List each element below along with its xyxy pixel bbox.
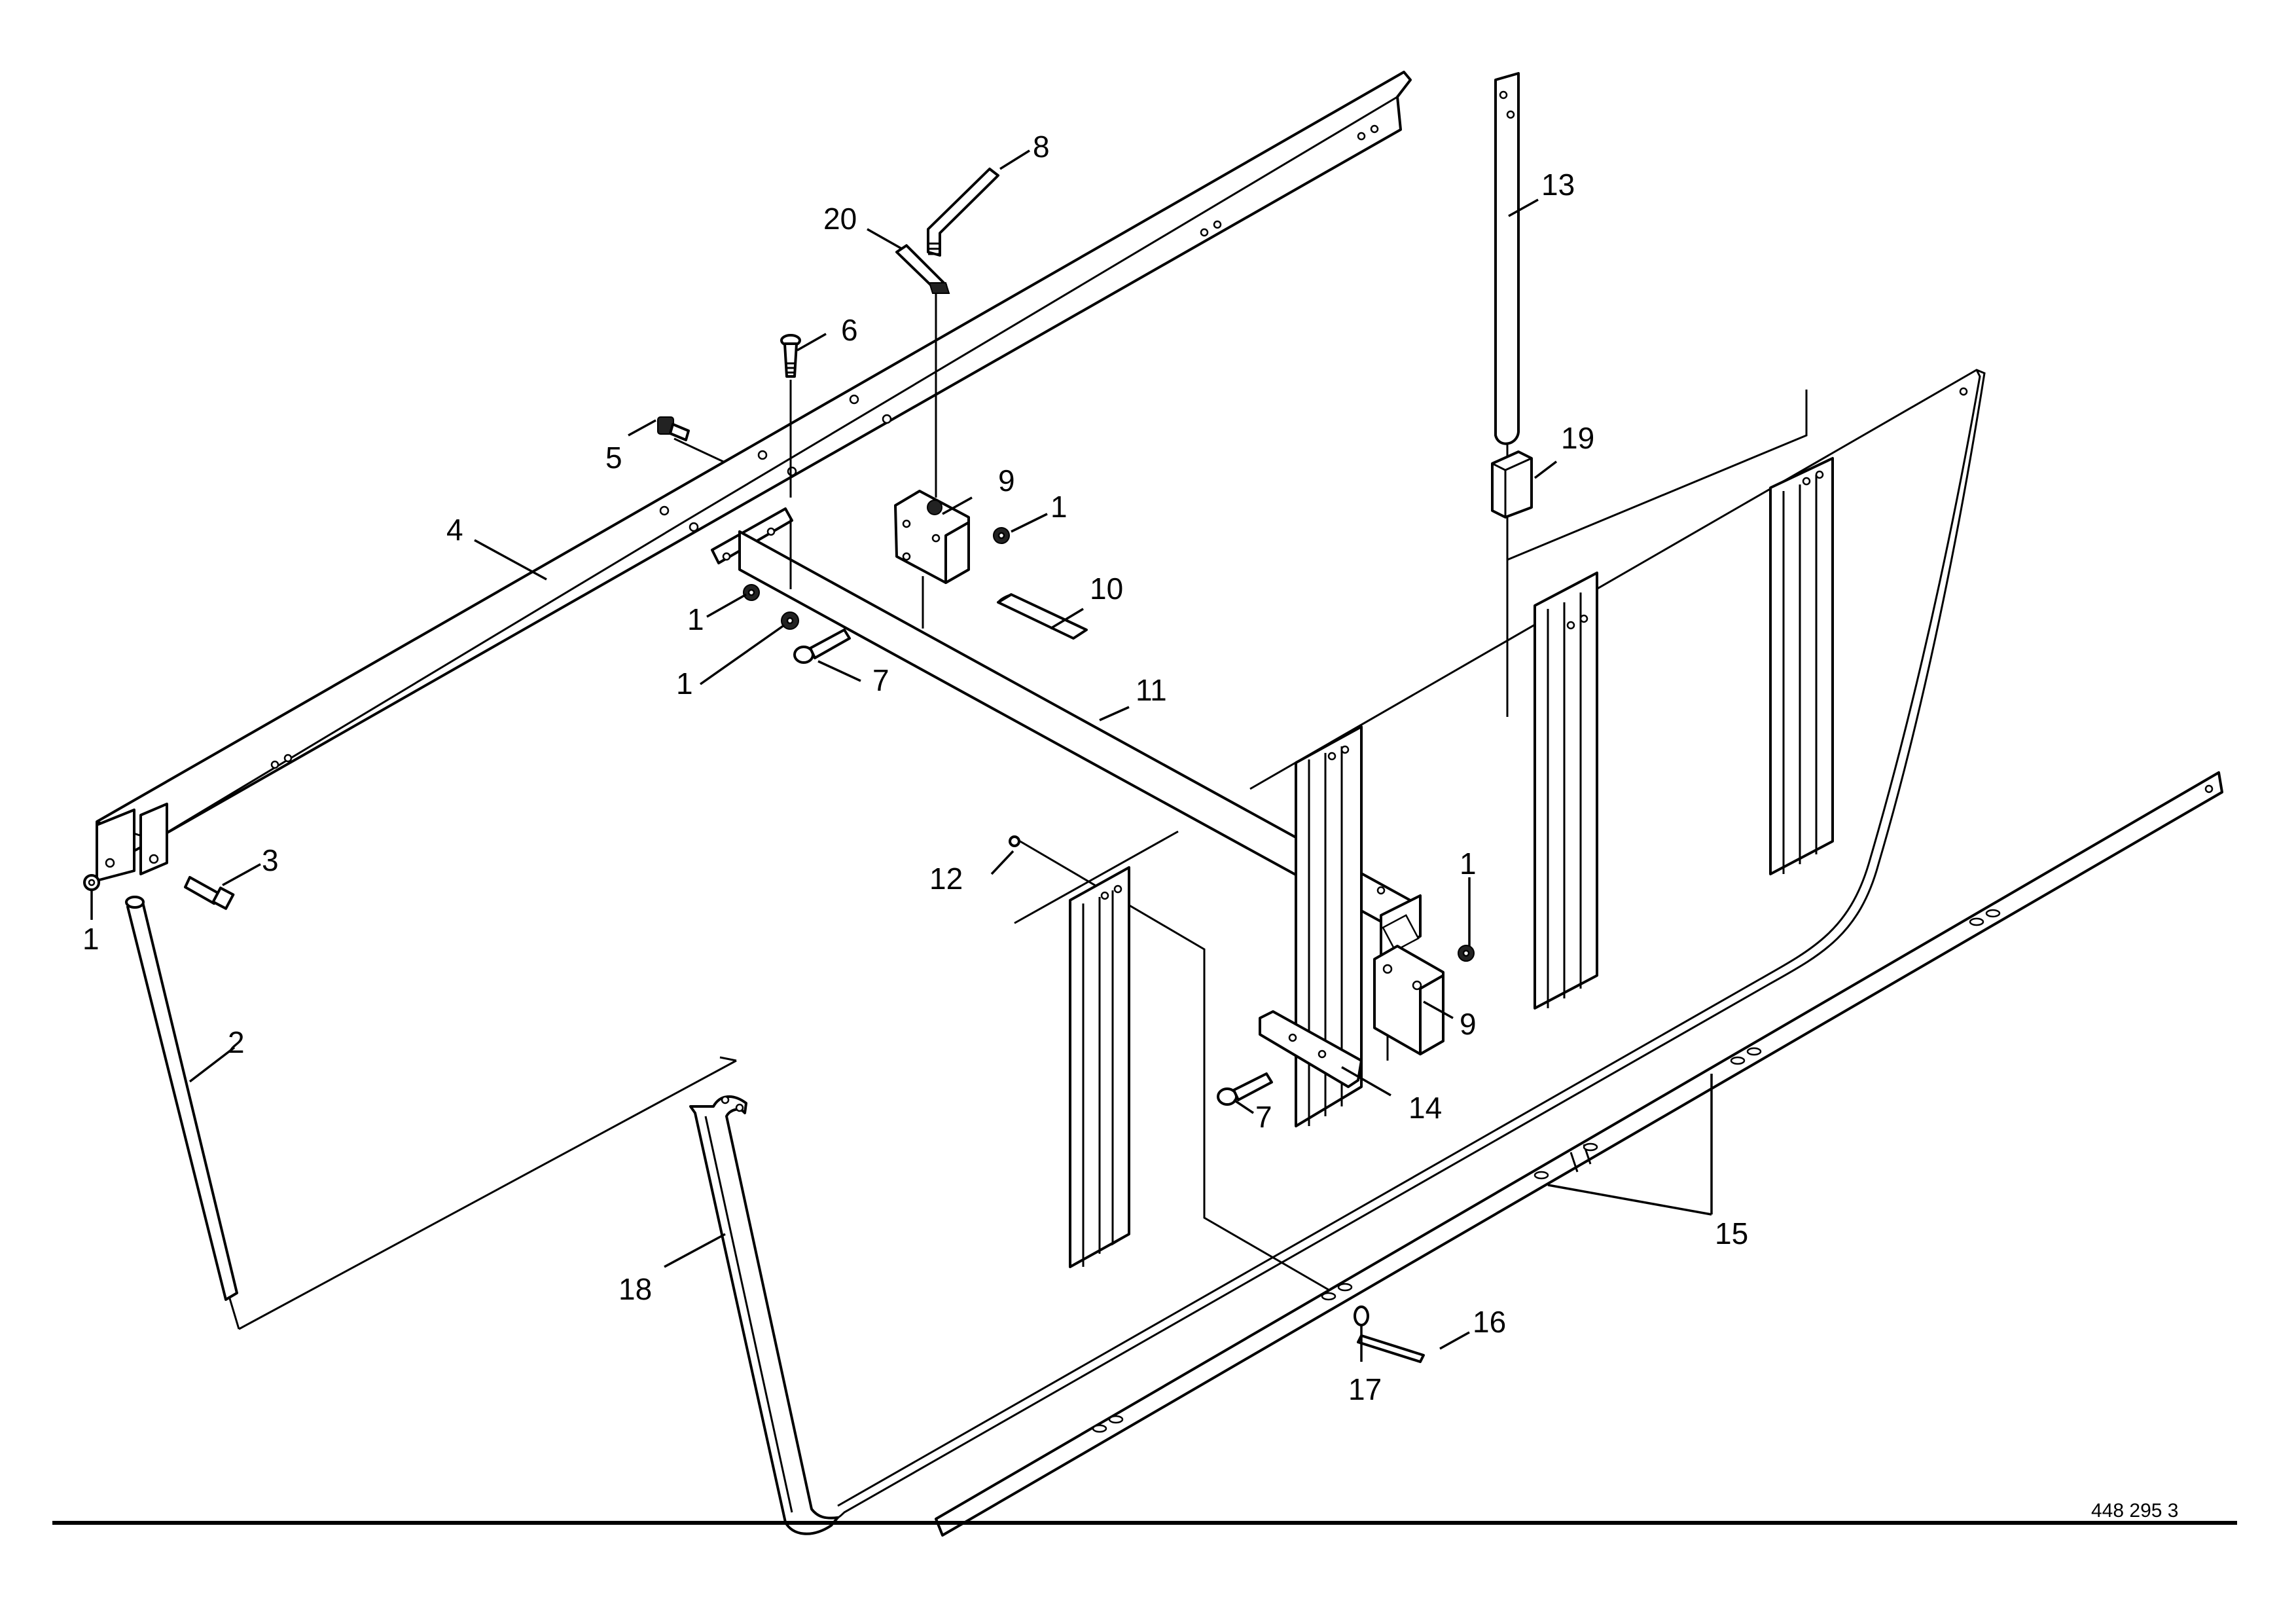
leader-lines xyxy=(90,149,1713,1362)
callout-7-lower: 7 xyxy=(1255,1100,1272,1134)
part-16-screw xyxy=(1357,1334,1425,1363)
callout-8: 8 xyxy=(1033,130,1050,164)
part-9-bracket-upper xyxy=(894,490,970,584)
part-2-rod xyxy=(125,896,238,1301)
callout-10: 10 xyxy=(1090,572,1123,606)
part-10-clip xyxy=(997,593,1088,640)
callout-12: 12 xyxy=(929,862,963,896)
drawing-number: 448 295 3 xyxy=(2091,1500,2178,1522)
part-7-bolt-lower xyxy=(1217,1072,1273,1106)
panel-post-3 xyxy=(1534,572,1598,1010)
part-11-cross-tube xyxy=(711,507,1422,957)
callout-7-upper: 7 xyxy=(872,663,889,697)
part-7-bolt-upper xyxy=(793,629,851,664)
part-1-nut-d xyxy=(1458,945,1475,962)
part-18-channel xyxy=(689,1095,839,1535)
callout-18: 18 xyxy=(619,1272,652,1306)
callout-1-tube-b: 1 xyxy=(676,666,693,701)
part-12-rivet xyxy=(1009,835,1020,847)
part-1-nut-a xyxy=(743,584,760,601)
callout-9-lower: 9 xyxy=(1460,1007,1477,1041)
callout-15: 15 xyxy=(1715,1216,1748,1250)
callout-14: 14 xyxy=(1408,1091,1442,1125)
part-6-bolt xyxy=(780,334,801,378)
callout-5: 5 xyxy=(605,441,622,475)
callout-1-bracket: 1 xyxy=(1050,490,1067,524)
panel-post-1 xyxy=(1069,866,1130,1268)
callout-16: 16 xyxy=(1473,1305,1506,1339)
callout-1-right: 1 xyxy=(1460,847,1477,881)
part-20-clip xyxy=(895,244,950,294)
callout-1-left: 1 xyxy=(82,922,99,956)
part-19-pad xyxy=(1491,450,1533,519)
part-17-nut xyxy=(1354,1305,1369,1326)
callout-19: 19 xyxy=(1561,421,1594,455)
callout-9-upper: 9 xyxy=(998,464,1015,498)
callout-17: 17 xyxy=(1348,1372,1382,1406)
part-9-bracket-lower xyxy=(1373,945,1444,1055)
side-panel xyxy=(228,369,1986,1525)
part-1-nut-c xyxy=(993,527,1010,544)
panel-post-2 xyxy=(1295,725,1363,1127)
callout-labels: 1 1 1 1 1 2 3 4 5 6 7 7 8 9 9 10 11 12 1… xyxy=(82,130,1748,1406)
part-1-nut-left xyxy=(83,874,100,891)
part-14-strap xyxy=(1259,1010,1363,1088)
callout-11: 11 xyxy=(1136,673,1167,707)
callout-2: 2 xyxy=(228,1025,245,1059)
part-3-bolt xyxy=(184,876,235,910)
panel-post-4 xyxy=(1769,457,1834,875)
part-4-top-rail xyxy=(96,71,1412,872)
callout-13: 13 xyxy=(1541,168,1575,202)
part-5-bolt xyxy=(657,416,690,441)
part-15-bottom-rails xyxy=(935,771,2223,1537)
callout-1-tube-a: 1 xyxy=(687,602,704,636)
rail-end-bracket xyxy=(96,803,168,882)
callout-6: 6 xyxy=(841,313,858,347)
callout-3: 3 xyxy=(262,843,279,877)
part-13-strap xyxy=(1494,72,1520,445)
callout-20: 20 xyxy=(823,202,857,236)
part-8-handle xyxy=(927,168,999,257)
part-1-nut-b xyxy=(781,611,799,630)
callout-4: 4 xyxy=(446,513,463,547)
